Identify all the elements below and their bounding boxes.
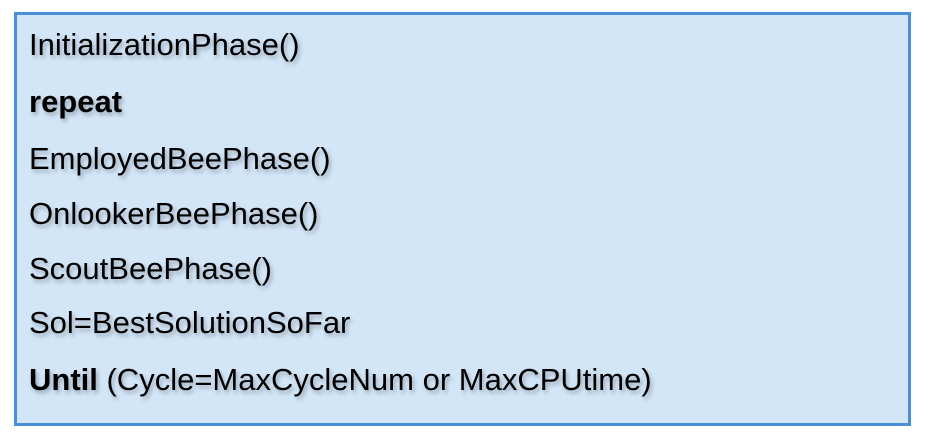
scout-bee-phase-line: ScoutBeePhase()	[29, 251, 272, 286]
employed-bee-phase-line: EmployedBeePhase()	[29, 141, 331, 176]
until-line: Until (Cycle=MaxCycleNum or MaxCPUtime)	[29, 364, 652, 395]
initialization-phase-line: InitializationPhase()	[29, 27, 300, 62]
onlooker-bee-phase-line: OnlookerBeePhase()	[29, 196, 319, 231]
repeat-keyword: repeat	[29, 84, 123, 119]
pseudocode-box: InitializationPhase() repeat EmployedBee…	[14, 12, 911, 426]
until-condition: (Cycle=MaxCycleNum or MaxCPUtime)	[97, 362, 652, 397]
until-keyword: Until	[29, 362, 98, 397]
best-solution-line: Sol=BestSolutionSoFar	[29, 305, 351, 340]
